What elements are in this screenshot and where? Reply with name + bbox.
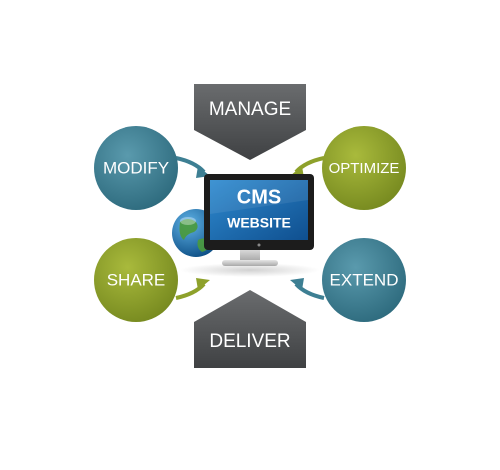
- share-node: SHARE: [94, 238, 178, 322]
- website-subtitle: WEBSITE: [227, 215, 291, 231]
- power-indicator-icon: [257, 243, 261, 247]
- cms-monitor: CMS WEBSITE: [172, 174, 320, 277]
- share-arrowhead-icon: [196, 278, 210, 290]
- deliver-arrow: DELIVER: [194, 290, 306, 368]
- modify-node: MODIFY: [94, 126, 178, 210]
- manage-label: MANAGE: [209, 99, 291, 120]
- cms-title: CMS: [237, 186, 281, 208]
- share-label: SHARE: [107, 270, 166, 289]
- monitor-stand: [222, 247, 278, 266]
- deliver-label: DELIVER: [209, 331, 290, 352]
- extend-node: EXTEND: [322, 238, 406, 322]
- modify-label: MODIFY: [103, 158, 169, 177]
- extend-label: EXTEND: [330, 270, 399, 289]
- extend-arrowhead-icon: [290, 278, 304, 290]
- monitor-screen: [210, 180, 308, 240]
- manage-arrow: MANAGE: [194, 84, 306, 160]
- optimize-node: OPTIMIZE: [322, 126, 406, 210]
- optimize-label: OPTIMIZE: [329, 160, 400, 177]
